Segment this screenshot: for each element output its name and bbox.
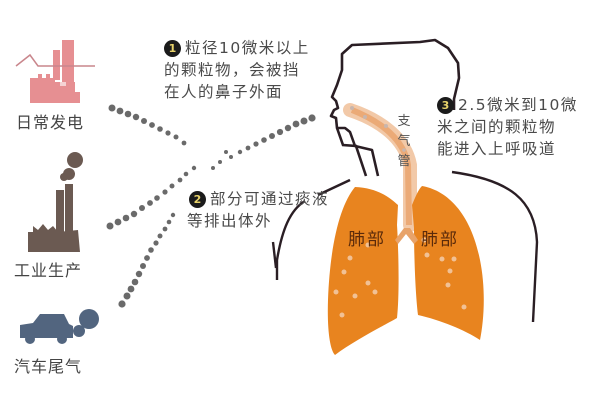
lung-particles — [333, 237, 467, 318]
source-label-vehicle: 汽车尾气 — [14, 357, 83, 376]
car-exhaust-icon — [20, 309, 99, 344]
left-lung — [327, 187, 399, 355]
bronchus-label: 支 气 管 — [397, 114, 411, 169]
step-badge-2: 2 — [189, 191, 206, 208]
right-lung-label: 肺部 — [421, 230, 459, 250]
step-badge-1: 1 — [164, 40, 181, 57]
chin-neck-outline — [317, 127, 368, 197]
right-shoulder-outline — [451, 170, 539, 323]
right-lung — [412, 186, 484, 340]
particle-path-dots — [106, 104, 316, 308]
left-shoulder-outline — [275, 199, 306, 280]
lungs — [327, 186, 484, 355]
source-label-industry: 工业生产 — [14, 261, 83, 280]
step-badge-3: 3 — [437, 97, 454, 114]
source-label-power: 日常发电 — [16, 113, 85, 132]
factory-icon — [28, 152, 83, 252]
power-plant-icon — [15, 40, 95, 103]
head-outline — [329, 38, 461, 177]
left-lung-label: 肺部 — [348, 230, 386, 250]
